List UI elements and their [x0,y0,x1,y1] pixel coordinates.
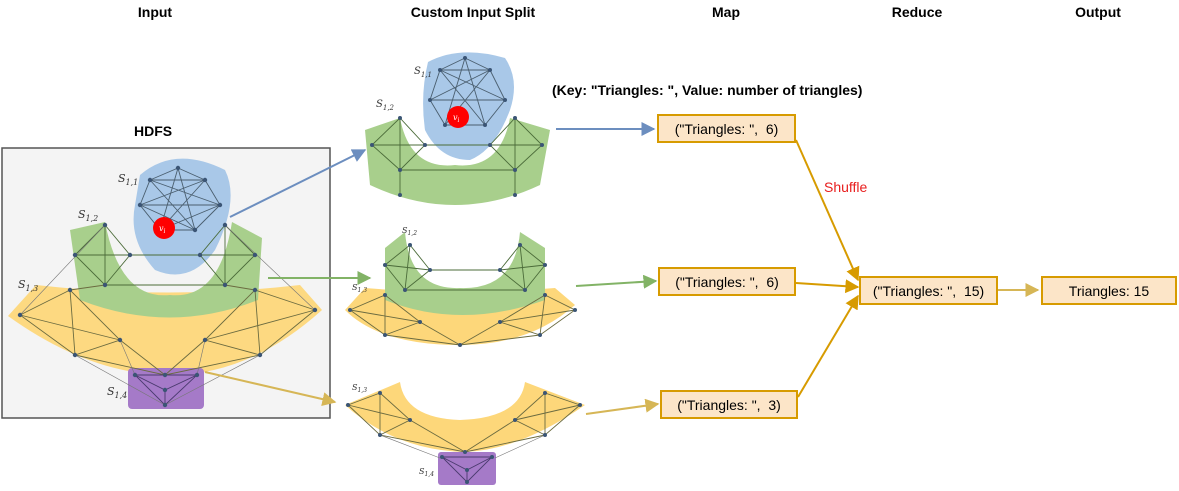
full-graph [8,158,322,409]
header-map: Map [712,4,740,20]
header-reduce: Reduce [891,4,943,20]
label-split1-s11: S1,1 [414,66,432,79]
region-s11 [133,158,231,275]
header-custom-input-split: Custom Input Split [410,4,536,20]
arrow-map3-to-reduce [797,294,859,398]
arrow-hdfs-to-split3 [204,371,337,406]
vertex-vi-split [447,106,469,128]
label-s13: S1,3 [18,278,38,293]
vertex-vi [153,217,175,239]
split-graph-3 [345,382,585,485]
label-split1-vi: vi [453,113,460,124]
label-s14: S1,4 [107,385,127,400]
output-box: Triangles: 15 [1041,276,1177,305]
shuffle-label: Shuffle [824,179,868,195]
arrow-map2-to-reduce [795,279,860,294]
label-split2-s12: S1,2 [402,226,417,237]
arrow-map1-to-reduce [795,139,860,282]
label-split3-s14: S1,4 [419,467,434,478]
key-value-note: (Key: "Triangles: ", Value: number of tr… [552,82,863,98]
header-output: Output [1075,4,1121,20]
arrow-split2-to-map2 [575,274,658,289]
label-split3-s13: S1,3 [352,383,367,394]
reduce-box: ("Triangles: ", 15) [859,276,998,305]
label-split2-s13: S1,3 [352,283,367,294]
map-box-2: ("Triangles: ", 6) [658,267,796,296]
label-s12: S1,2 [78,208,98,223]
map-box-3: ("Triangles: ", 3) [660,390,798,419]
label-vi: vi [159,224,166,235]
map-box-1: ("Triangles: ", 6) [657,114,796,143]
label-s11: S1,1 [118,172,138,187]
label-split1-s12: S1,2 [376,99,395,112]
hdfs-label: HDFS [134,123,173,139]
header-input: Input [137,4,173,20]
region-s13 [8,285,322,375]
region-s12 [70,222,262,318]
arrow-hdfs-to-split1 [229,149,367,218]
arrow-split3-to-map3 [585,398,660,415]
split-graph-2 [345,232,577,347]
split-graph-1 [365,52,550,205]
